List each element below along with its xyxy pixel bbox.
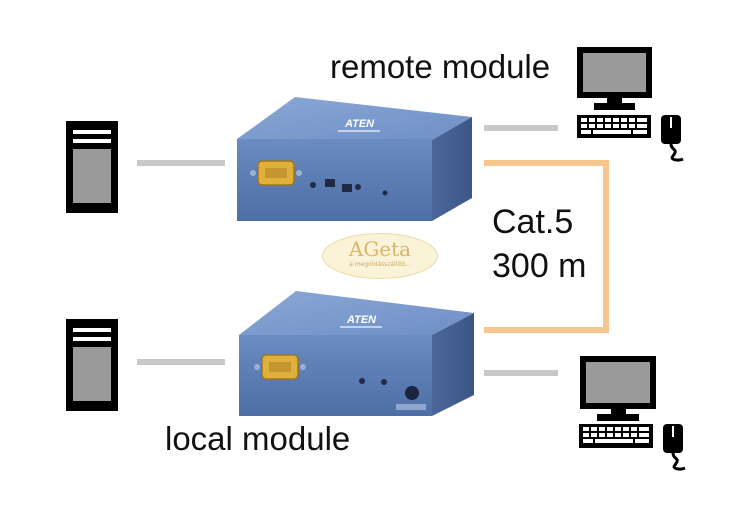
cable-spec-label: Cat.5 300 m bbox=[492, 200, 587, 288]
audio-jack bbox=[381, 379, 387, 385]
keyboard-icon bbox=[577, 115, 651, 138]
pc-tower-icon bbox=[66, 319, 118, 411]
device-brand-logo: ATEN bbox=[346, 314, 377, 326]
cat5-cable bbox=[484, 160, 609, 333]
device-side-surface bbox=[432, 117, 472, 221]
mouse-icon bbox=[663, 424, 686, 471]
remote-module-device: ATEN bbox=[237, 97, 472, 221]
dip-switch bbox=[325, 179, 335, 187]
device-top-surface bbox=[239, 291, 474, 335]
watermark-logo: AGeta a megoldásszállító... bbox=[322, 233, 438, 279]
device-top-surface bbox=[237, 97, 472, 140]
watermark-tagline: a megoldásszállító... bbox=[349, 261, 411, 268]
watermark-brand: AGeta bbox=[348, 237, 412, 261]
audio-jack bbox=[355, 184, 361, 190]
local-module-label: local module bbox=[165, 420, 351, 457]
keyboard-icon bbox=[579, 424, 653, 448]
power-button bbox=[405, 386, 419, 400]
mouse-icon bbox=[661, 115, 684, 162]
device-side-surface bbox=[432, 313, 474, 416]
status-led bbox=[382, 190, 388, 196]
local-module-device: ATEN bbox=[239, 291, 474, 416]
cable-type-text: Cat.5 bbox=[492, 203, 574, 241]
dip-switch bbox=[342, 184, 352, 192]
audio-jack bbox=[359, 378, 365, 384]
device-brand-logo: ATEN bbox=[344, 118, 375, 130]
remote-module-label: remote module bbox=[330, 48, 551, 85]
monitor-icon bbox=[580, 356, 656, 421]
monitor-icon bbox=[577, 47, 652, 110]
audio-jack bbox=[310, 182, 316, 188]
cable-length-text: 300 m bbox=[492, 247, 587, 285]
pc-tower-icon bbox=[66, 121, 118, 213]
